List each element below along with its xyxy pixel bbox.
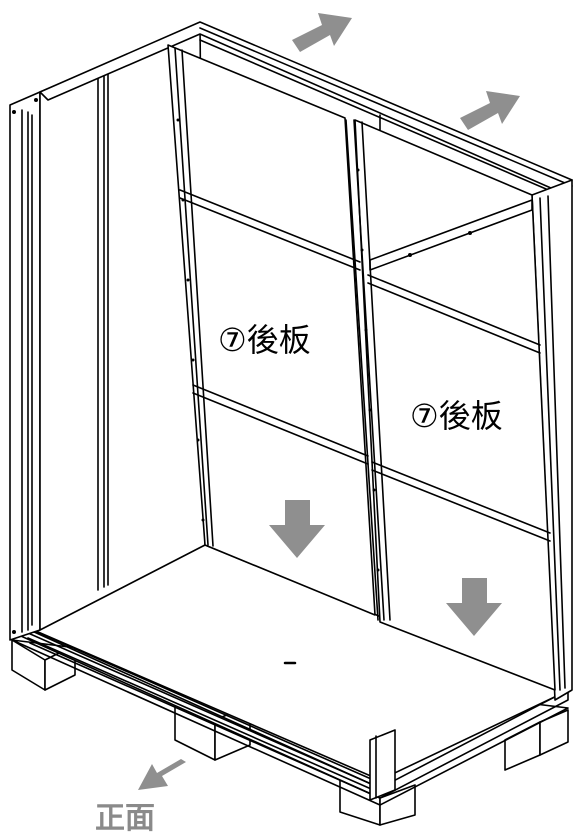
- back-panel-label-left: ⑦後板: [218, 321, 311, 359]
- left-side-panel: [9, 24, 206, 641]
- push-down-arrow-2: [446, 578, 502, 636]
- back-panel-label-right: ⑦後板: [410, 397, 503, 435]
- back-panel-left: [167, 44, 376, 616]
- back-panel-right: [345, 119, 556, 691]
- front-direction-arrow: [138, 759, 186, 790]
- right-side-panel: [531, 179, 573, 701]
- move-out-arrow-2: [460, 91, 520, 130]
- front-right-post: [369, 729, 396, 801]
- front-label: 正面: [95, 801, 155, 836]
- push-down-arrow-1: [269, 500, 325, 558]
- move-out-arrow-1: [292, 13, 352, 52]
